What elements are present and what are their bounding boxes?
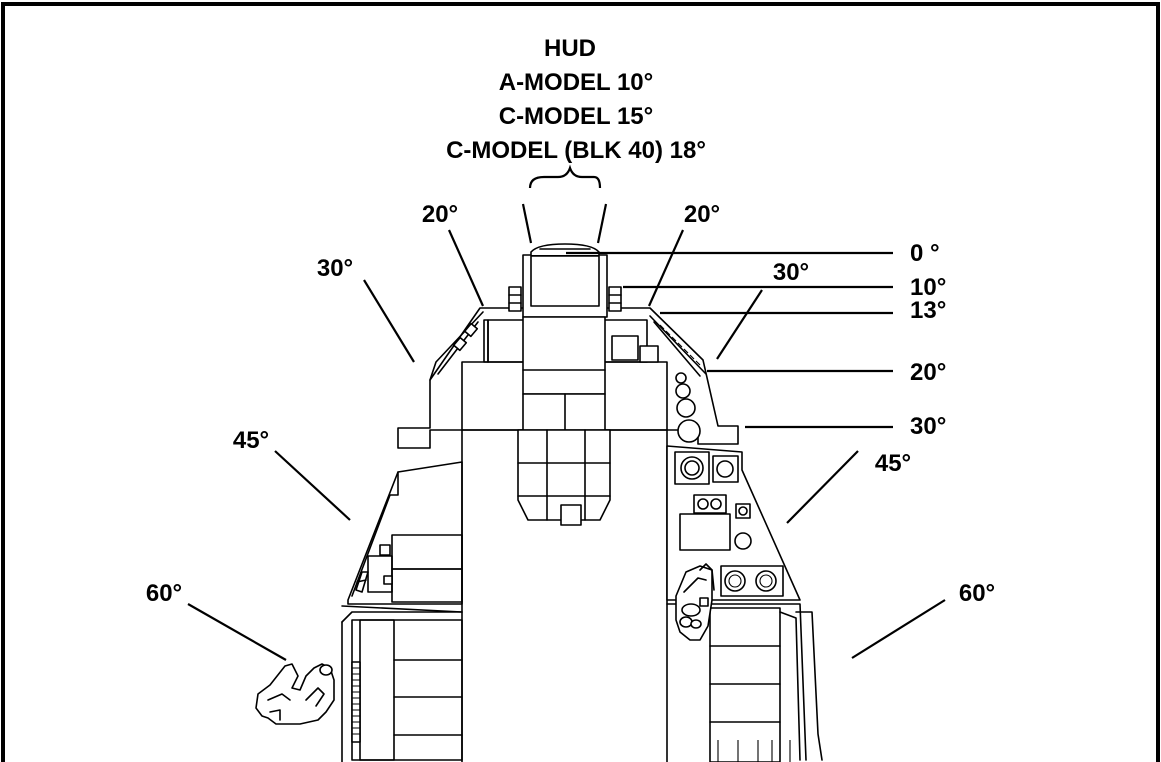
label-right-20: 20° [684,201,720,228]
side-stick-icon [675,563,715,641]
throttle-icon [255,663,335,725]
right-45-line [786,450,859,524]
hud-fov-left-line [521,203,533,244]
scale-label-10: 10° [910,274,946,301]
hud-fov-right-line [596,203,608,244]
label-right-45: 45° [875,450,911,477]
left-30-line [363,279,415,363]
left-console [341,461,463,613]
hud-assembly [508,243,622,318]
right-lower-console [709,607,823,762]
label-right-60: 60° [959,580,995,607]
left-60-line [187,603,287,661]
left-20-line [447,229,485,307]
label-left-60: 60° [146,580,182,607]
hud-line-c-model-blk40: C-MODEL (BLK 40) 18° [446,137,706,164]
right-60-line [851,599,946,659]
label-right-30: 30° [773,259,809,286]
hud-line-c-model: C-MODEL 15° [499,103,654,130]
left-45-line [274,450,351,521]
label-left-30: 30° [317,255,353,282]
hud-heading: HUD A-MODEL 10° C-MODEL 15° C-MODEL (BLK… [446,35,706,164]
scale-label-20: 20° [910,359,946,386]
scale-label-13: 13° [910,297,946,324]
left-lower-console [341,611,463,762]
center-console [517,316,611,526]
right-30-line [716,289,763,360]
label-left-45: 45° [233,427,269,454]
hud-line-a-model: A-MODEL 10° [499,69,654,96]
hud-title: HUD [544,35,596,62]
hud-brace [528,164,602,189]
right-20-line [647,229,685,307]
label-left-20: 20° [422,201,458,228]
scale-label-0: 0 ° [910,240,940,267]
scale-label-30: 30° [910,413,946,440]
